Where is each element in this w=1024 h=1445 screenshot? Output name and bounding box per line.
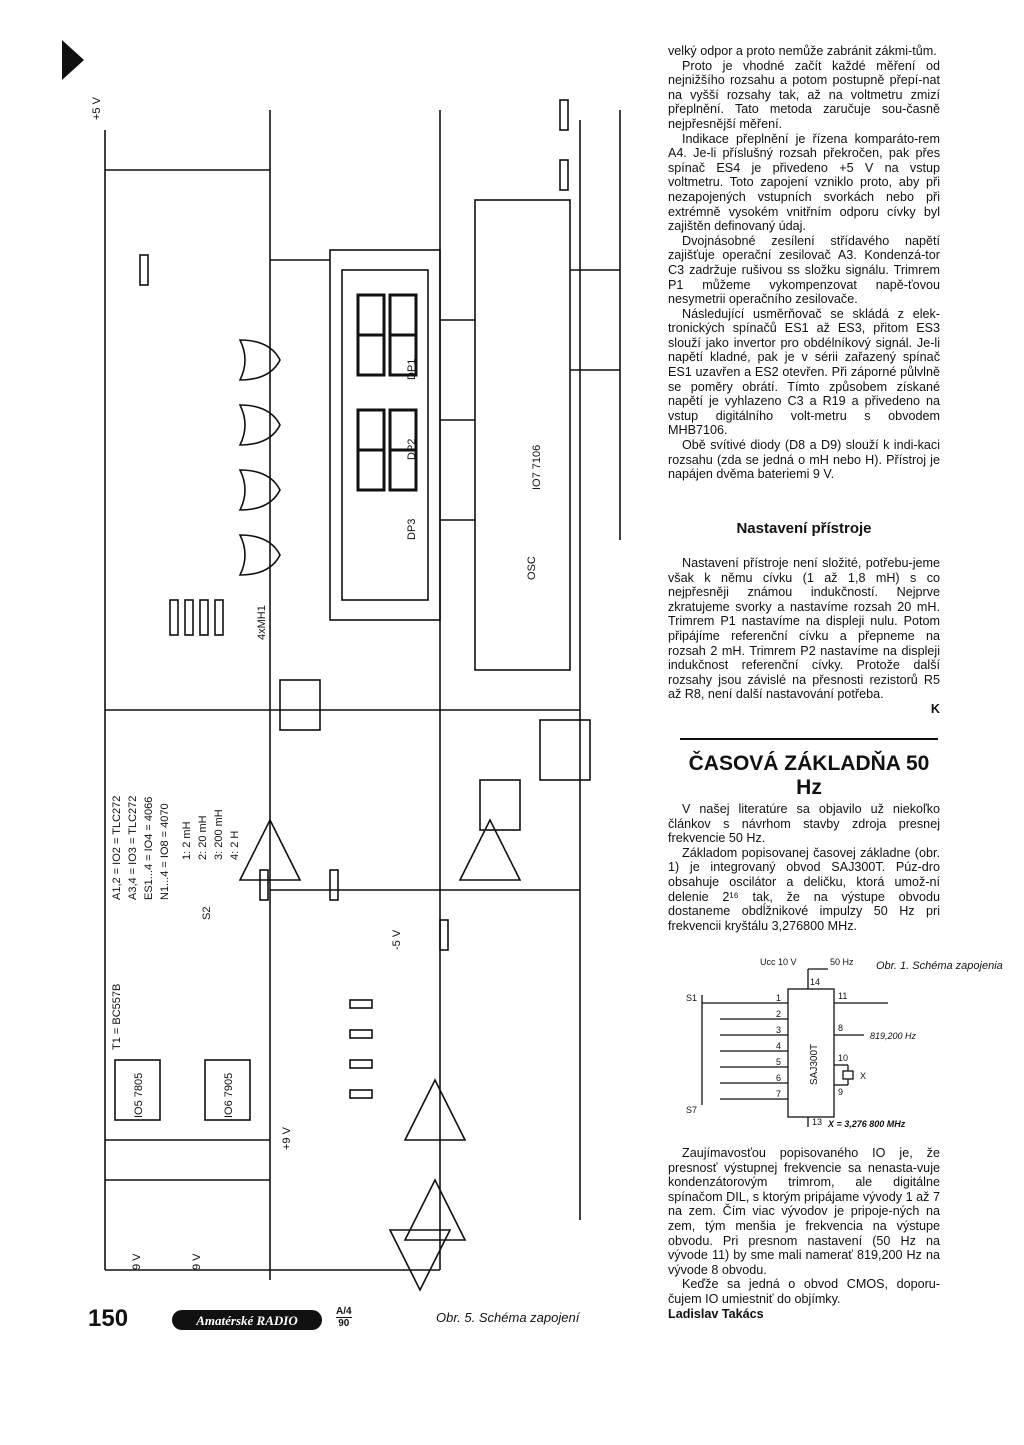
pin-label: 6	[776, 1073, 781, 1083]
fig1-svg: Ucc 10 V 50 Hz Obr. 1. Schéma zapojenia …	[686, 957, 1003, 1129]
pin-8: 8	[838, 1023, 843, 1033]
battery-2-label: 9 V	[191, 1253, 203, 1270]
paragraph: Zaujímavosťou popisovaného IO je, že pre…	[668, 1146, 940, 1277]
range-3: 3: 200 mH	[213, 809, 225, 860]
figure-caption: Obr. 5. Schéma zapojení	[436, 1310, 580, 1325]
signature: K	[668, 702, 940, 717]
io6-label: IO6 7905	[223, 1073, 235, 1118]
section-divider	[680, 738, 938, 740]
minus5v-label: -5 V	[391, 929, 403, 950]
logo-text: Amatérské RADIO	[195, 1313, 298, 1328]
article-column-4: Zaujímavosťou popisovaného IO je, že pre…	[668, 1146, 940, 1321]
issue-mark: A/4 90	[336, 1306, 352, 1329]
fig1-xtal: X = 3,276 800 MHz	[827, 1119, 906, 1129]
paragraph: Obě svítivé diody (D8 a D9) slouží k ind…	[668, 438, 940, 482]
article-column-3: V našej literatúre sa objavilo už niekoľ…	[668, 802, 940, 933]
fig1-ucc: Ucc 10 V	[760, 957, 797, 967]
plus5v-label: +5 V	[91, 96, 103, 120]
pin-label: 5	[776, 1057, 781, 1067]
dp2-label: DP2	[406, 439, 418, 460]
paragraph: Dvojnásobné zesílení střídavého napětí z…	[668, 233, 940, 307]
range-2: 2: 20 mH	[197, 815, 209, 860]
dp1-label: DP1	[406, 359, 418, 380]
paragraph: Proto je vhodné začít každé měření od ne…	[668, 58, 940, 131]
chip-label: IO7 7106	[531, 445, 543, 490]
article-column-1: velký odpor a proto nemůže zabránit zákm…	[668, 44, 940, 482]
plus9v-label: +9 V	[281, 1126, 293, 1150]
fig1-chip: SAJ300T	[809, 1044, 820, 1085]
circuit-schematic: A1,2 = IO2 = TLC272 A3,4 = IO3 = TLC272 …	[20, 20, 650, 1320]
fig1-caption: Obr. 1. Schéma zapojenia	[876, 960, 1003, 972]
logo-svg: Amatérské RADIO	[172, 1310, 322, 1330]
t1-label: T1 = BC557B	[111, 984, 123, 1050]
pin-10: 10	[838, 1053, 848, 1063]
fig1-freq: 819,200 Hz	[870, 1031, 917, 1041]
issue-number: A/4	[336, 1306, 352, 1317]
section-heading: Nastavení přístroje	[736, 520, 872, 537]
pin-label: 7	[776, 1089, 781, 1099]
paragraph: Následující usměrňovač se skládá z elek-…	[668, 306, 940, 438]
article-column-2: Nastavení přístroje není složité, potřeb…	[668, 556, 940, 717]
paragraph: Nastavení přístroje není složité, potřeb…	[668, 556, 940, 702]
article-title: ČASOVÁ ZÁKLADŇA 50 Hz	[688, 752, 930, 799]
range-1: 1: 2 mH	[181, 821, 193, 860]
ic-list-1: A1,2 = IO2 = TLC272	[111, 796, 123, 900]
paragraph: Indikace přeplnění je řízena komparáto-r…	[668, 131, 940, 234]
paragraph: Základom popisovanej časovej základne (o…	[668, 845, 940, 933]
pin-11: 11	[838, 991, 847, 1001]
issue-year: 90	[336, 1317, 352, 1329]
author: Ladislav Takács	[668, 1306, 764, 1321]
pin-label: 1	[776, 993, 781, 1003]
battery-1-label: 9 V	[131, 1253, 143, 1270]
signature-k: K	[930, 701, 940, 716]
schematic-svg: A1,2 = IO2 = TLC272 A3,4 = IO3 = TLC272 …	[91, 96, 621, 1292]
ic-list-2: A3,4 = IO3 = TLC272	[127, 796, 139, 900]
paragraph: velký odpor a proto nemůže zabránit zákm…	[668, 44, 937, 58]
page-arrow-icon	[62, 40, 84, 80]
paragraph: Keďže sa jedná o obvod CMOS, doporu-čuje…	[668, 1277, 940, 1306]
pin-label: 4	[776, 1041, 781, 1051]
io5-label: IO5 7805	[133, 1073, 145, 1118]
display-label: 4xMH1	[256, 605, 268, 640]
figure-1-schematic: Ucc 10 V 50 Hz Obr. 1. Schéma zapojenia …	[680, 955, 1003, 1135]
pin-9: 9	[838, 1087, 843, 1097]
paragraph: V našej literatúre sa objavilo už niekoľ…	[668, 802, 940, 846]
s2-label: S2	[201, 907, 213, 920]
range-4: 4: 2 H	[229, 831, 241, 860]
dp3-label: DP3	[406, 519, 418, 540]
fig1-x: X	[860, 1071, 866, 1081]
fig1-s7: S7	[686, 1105, 697, 1115]
pin-label: 3	[776, 1025, 781, 1035]
fig1-50hz: 50 Hz	[830, 957, 854, 967]
pin-label: 2	[776, 1009, 781, 1019]
osc-label: OSC	[526, 556, 538, 580]
pin-13: 13	[812, 1117, 822, 1127]
page-number: 150	[88, 1305, 129, 1332]
magazine-logo: Amatérské RADIO	[172, 1308, 322, 1332]
pin-14: 14	[810, 977, 820, 987]
fig1-s1: S1	[686, 993, 697, 1003]
ic-list-3: ES1...4 = IO4 = 4066	[143, 797, 155, 900]
ic-list-4: N1...4 = IO8 = 4070	[159, 803, 171, 900]
